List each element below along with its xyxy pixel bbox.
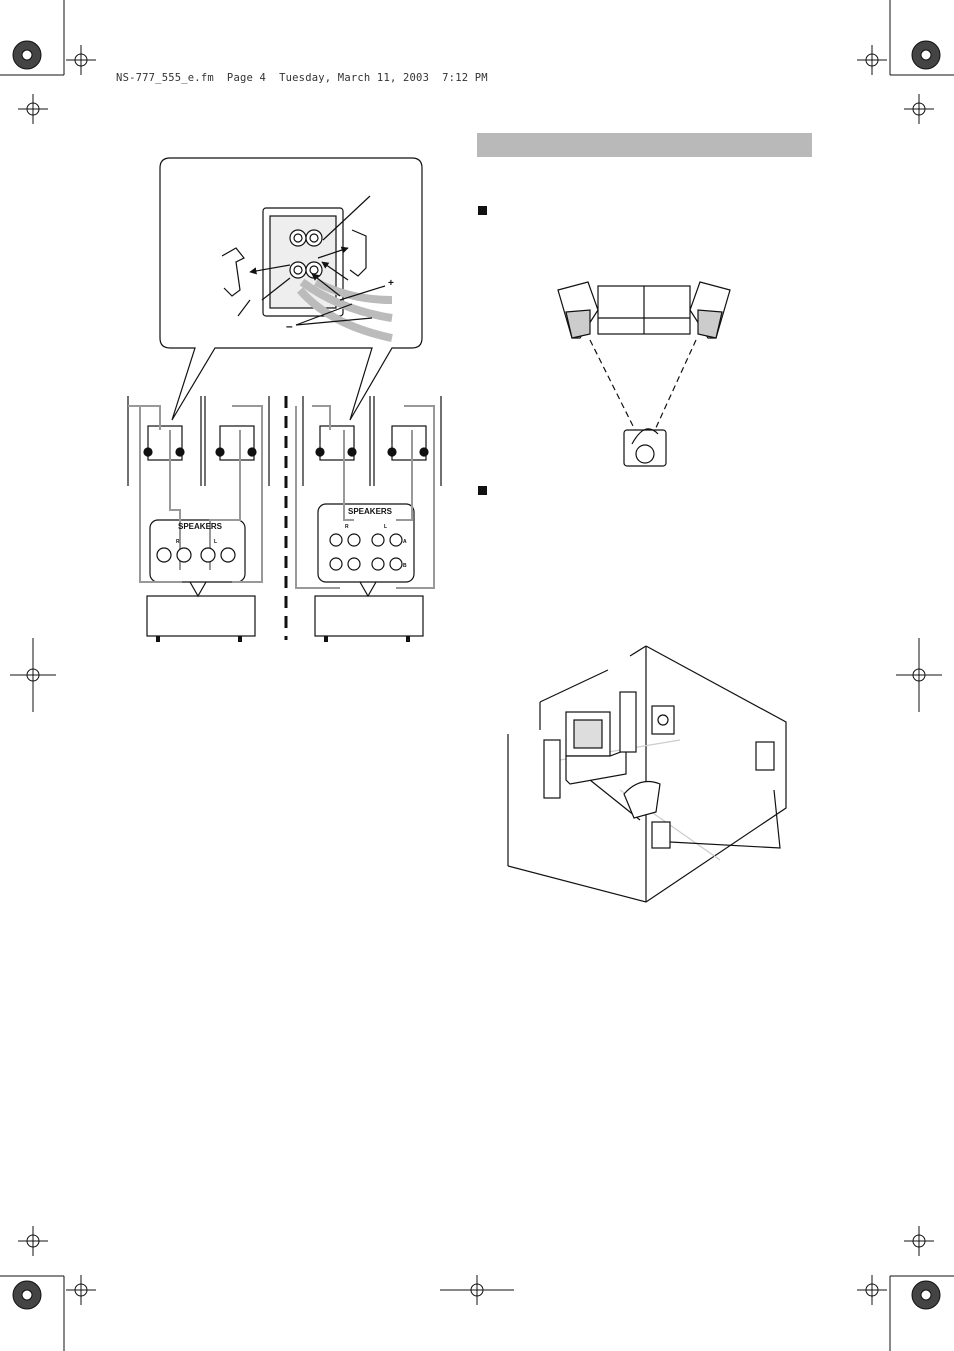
file-header: NS-777_555_e.fm Page 4 Tuesday, March 11… bbox=[103, 60, 488, 84]
crop-mark-mid-left bbox=[10, 638, 56, 712]
amp-panel-left-label: SPEAKERS bbox=[178, 522, 223, 531]
header-filename: NS-777_555_e.fm bbox=[116, 72, 214, 84]
crop-mark-top-right bbox=[857, 0, 954, 124]
crop-mark-bottom-center bbox=[440, 1275, 514, 1305]
amp-left-channel-r: R bbox=[176, 539, 180, 545]
crop-mark-mid-right bbox=[896, 638, 942, 712]
terminal-plate-closeup bbox=[221, 195, 393, 342]
wiring-option-1 bbox=[127, 396, 270, 642]
speaker-wiring-diagram: + – SPEAKERS R L bbox=[127, 157, 442, 642]
polarity-plus-label: + bbox=[388, 278, 394, 289]
listening-position-diagram bbox=[557, 281, 731, 467]
crop-mark-bottom-left bbox=[0, 1226, 96, 1351]
amp-terminal-b: B bbox=[403, 563, 407, 569]
room-placement-diagram bbox=[507, 645, 787, 903]
wiring-option-2 bbox=[295, 396, 442, 642]
section-heading-bar bbox=[477, 133, 812, 157]
crop-mark-top-left bbox=[0, 0, 96, 124]
bullet-square-1 bbox=[478, 206, 487, 215]
amp-left-channel-l: L bbox=[214, 539, 217, 545]
bullet-square-2 bbox=[478, 486, 487, 495]
header-time: 7:12 PM bbox=[442, 72, 488, 84]
crop-mark-bottom-right bbox=[857, 1226, 954, 1351]
amp-panel-right-label: SPEAKERS bbox=[348, 507, 393, 516]
amp-right-channel-l: L bbox=[384, 524, 387, 530]
header-date: Tuesday, March 11, 2003 bbox=[279, 72, 430, 84]
amp-terminal-a: A bbox=[403, 539, 407, 545]
header-page: Page 4 bbox=[226, 72, 267, 84]
polarity-minus-label: – bbox=[286, 319, 293, 333]
amp-right-channel-r: R bbox=[345, 524, 349, 530]
callout-bubble bbox=[159, 157, 423, 421]
